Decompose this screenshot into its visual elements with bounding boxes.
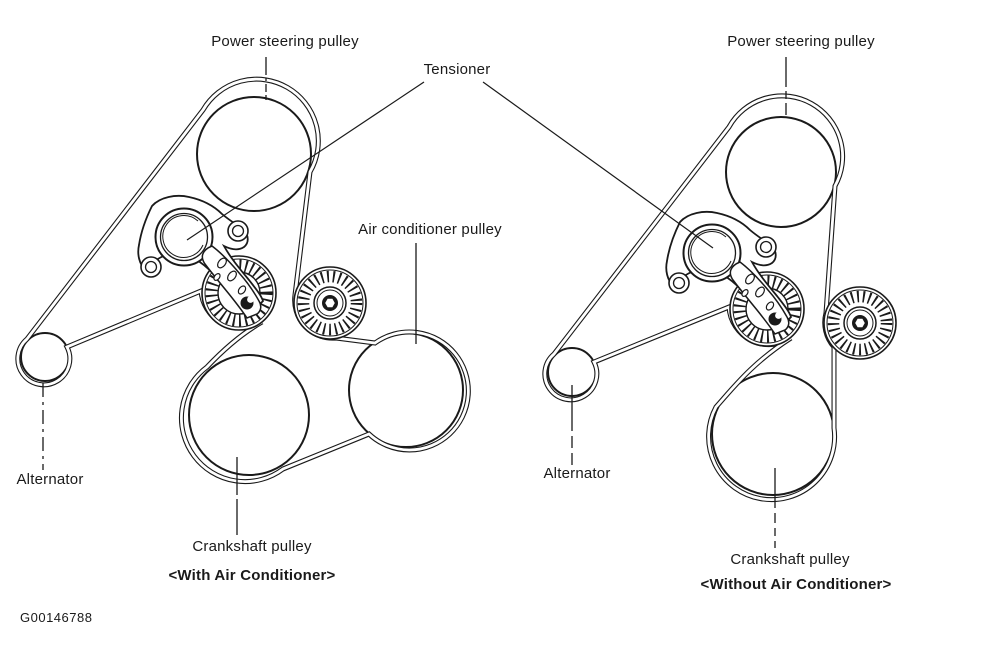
label-power-steering-right: Power steering pulley bbox=[727, 33, 875, 50]
caption-without-ac: <Without Air Conditioner> bbox=[700, 576, 892, 593]
power-steering-pulley bbox=[726, 117, 836, 227]
drive-belt bbox=[18, 79, 469, 481]
right-diagram bbox=[545, 57, 896, 548]
label-air-conditioner: Air conditioner pulley bbox=[358, 221, 502, 238]
caption-with-ac: <With Air Conditioner> bbox=[168, 567, 336, 584]
power-steering-pulley bbox=[197, 97, 311, 211]
tensioner-leader-line-right bbox=[483, 82, 713, 248]
label-alternator-left: Alternator bbox=[16, 471, 84, 488]
left-diagram bbox=[18, 57, 469, 535]
crankshaft-pulley bbox=[189, 355, 309, 475]
idler-pulley bbox=[294, 267, 366, 339]
label-alternator-right: Alternator bbox=[543, 465, 611, 482]
idler-pulley bbox=[824, 287, 896, 359]
label-crankshaft-right: Crankshaft pulley bbox=[730, 551, 850, 568]
label-crankshaft-left: Crankshaft pulley bbox=[192, 538, 312, 555]
tensioner-leader-line-left bbox=[187, 82, 424, 240]
ac-compressor-pulley bbox=[349, 333, 463, 447]
drive-belt bbox=[545, 96, 843, 500]
label-tensioner: Tensioner bbox=[423, 61, 491, 78]
figure-id: G00146788 bbox=[20, 610, 93, 625]
label-power-steering-left: Power steering pulley bbox=[211, 33, 359, 50]
